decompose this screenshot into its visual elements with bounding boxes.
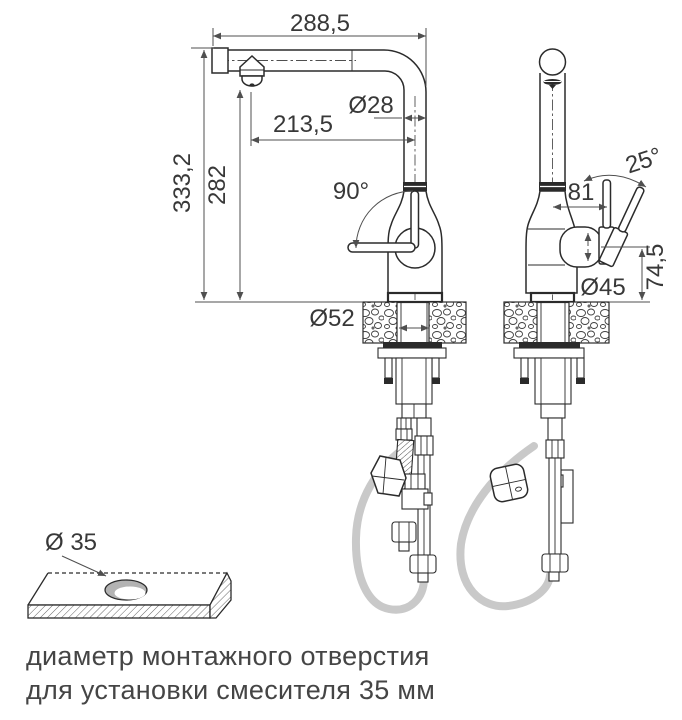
dim-base-dia: Ø52 xyxy=(309,305,354,332)
hose-hex-nut-front xyxy=(409,554,437,574)
dim-height-spout: 282 xyxy=(204,165,231,205)
caption-line-2: для установки смесителя 35 мм xyxy=(26,675,436,705)
countertop-front-face xyxy=(27,604,211,619)
lower-hex-nut xyxy=(391,521,417,543)
threaded-shank-front xyxy=(395,357,433,405)
dimension-annotations-front: 288,5 333,2 282 213,5 Ø28 90° Ø52 xyxy=(169,10,429,332)
spout-inner-edge xyxy=(228,70,405,182)
aerator-side xyxy=(543,79,562,89)
countertop-section-left xyxy=(362,301,398,344)
mounting-hole-illustration: Ø 35 xyxy=(27,529,232,619)
faucet-body-side xyxy=(525,190,578,294)
countertop-section-side-left xyxy=(503,301,538,344)
dim-pivot-height: 74,5 xyxy=(642,244,669,291)
dim-aerator-reach: 213,5 xyxy=(273,111,333,138)
valve-nut xyxy=(404,473,426,490)
dim-body-dia: Ø45 xyxy=(580,274,625,301)
faucet-front-view xyxy=(211,47,467,614)
base-flange-front xyxy=(386,291,444,304)
valve-housing-side xyxy=(559,226,603,268)
supply-hose-side xyxy=(541,417,569,582)
lever-vertical-position xyxy=(410,190,420,249)
dim-height-total: 333,2 xyxy=(169,153,196,213)
hole-leader-line xyxy=(61,555,107,577)
mounting-hardware-front xyxy=(377,342,447,419)
dimension-annotations-side: 81 25° Ø45 74,5 xyxy=(553,142,669,303)
stud-right xyxy=(431,357,440,379)
lever-horizontal-position xyxy=(347,242,416,253)
rubber-gasket-side xyxy=(519,342,580,348)
rubber-gasket-front xyxy=(383,342,442,348)
threaded-shank-side xyxy=(534,357,572,405)
hose-weight-side xyxy=(489,463,529,503)
mounting-hardware-side xyxy=(513,342,585,419)
hose-weight-front xyxy=(370,455,407,497)
dim-tilt-angle: 25° xyxy=(622,142,665,179)
base-flange-side xyxy=(529,291,576,304)
dim-hole-dia: Ø 35 xyxy=(45,529,97,556)
spout-bend-side xyxy=(538,48,567,76)
faucet-side-view xyxy=(456,48,645,611)
mounting-plate-side xyxy=(513,347,585,359)
swivel-arc xyxy=(352,190,414,249)
dim-spout-tube-dia: Ø28 xyxy=(348,92,393,119)
countertop-section-side-right xyxy=(568,301,610,344)
tilt-arc xyxy=(583,174,647,188)
caption: диаметр монтажного отверстия для установ… xyxy=(26,639,435,707)
dim-swivel-angle: 90° xyxy=(333,178,369,205)
spout-outer-edge xyxy=(228,49,427,182)
check-valve-stack xyxy=(391,417,433,552)
dim-spout-reach: 288,5 xyxy=(290,10,350,37)
countertop-side-face xyxy=(209,571,232,619)
caption-line-1: диаметр монтажного отверстия xyxy=(26,641,430,671)
dim-handle-offset: 81 xyxy=(568,179,595,206)
stud-nut-left xyxy=(384,378,393,384)
mounting-plate-front xyxy=(377,347,447,359)
stud-nut-right xyxy=(431,378,440,384)
spout-end-cap xyxy=(211,47,229,74)
aerator-front xyxy=(239,54,265,87)
countertop-section-right xyxy=(428,301,467,344)
mounting-hole-highlight xyxy=(114,586,146,600)
stud-left xyxy=(384,357,393,379)
hose-hex-nut-side xyxy=(541,553,569,573)
